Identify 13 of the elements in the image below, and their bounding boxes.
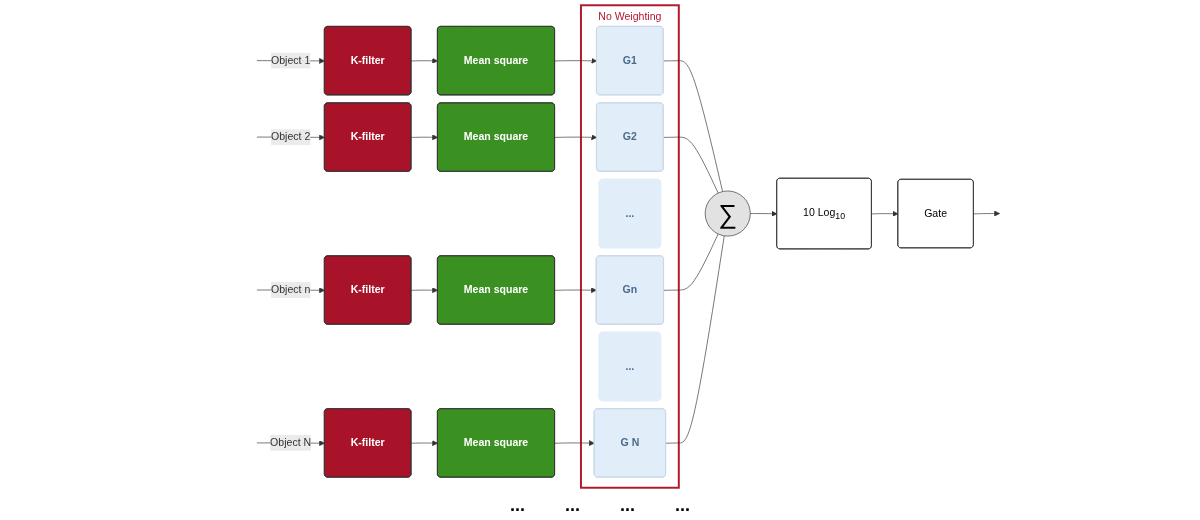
edge-label: Object 1 [270,54,311,66]
ellipsis-label: ... [675,495,691,516]
connector [665,235,725,444]
ellipsis-label: ... [509,495,525,516]
edge-label: Object N [270,436,312,449]
ellipsis-label: ... [620,495,635,516]
edge-label: Object n [270,284,311,296]
edge-label: Object 2 [270,131,311,143]
connector [663,60,723,192]
node-circle: ∑ [704,190,751,237]
connector [663,136,719,194]
ellipsis-label: ... [565,495,580,516]
connector [663,233,719,291]
